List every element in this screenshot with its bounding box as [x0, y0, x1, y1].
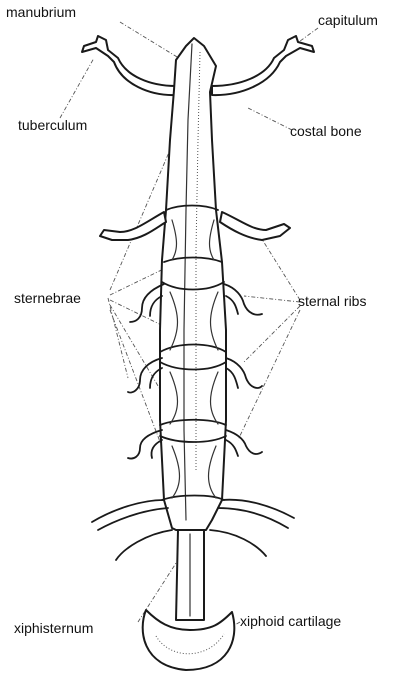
leader-sternal-ribs-2 — [244, 296, 300, 302]
label-costal-bone: costal bone — [290, 123, 362, 139]
leader-manubrium — [120, 22, 182, 60]
label-sternal-ribs: sternal ribs — [298, 293, 366, 309]
leader-costal-bone — [248, 108, 292, 130]
leader-tuberculum — [60, 58, 94, 118]
label-tuberculum: tuberculum — [18, 117, 87, 133]
first-rib-left — [82, 36, 176, 95]
sternum-body — [160, 38, 226, 530]
leader-sternal-ribs-1 — [260, 236, 300, 300]
label-manubrium: manubrium — [6, 4, 76, 20]
xiphisternum-rod — [176, 530, 204, 620]
label-xiphisternum: xiphisternum — [14, 620, 93, 636]
leader-sternebrae-6 — [108, 298, 128, 378]
first-rib-right — [212, 36, 314, 95]
label-xiphoid-cartilage: xiphoid cartilage — [240, 613, 341, 629]
label-capitulum: capitulum — [318, 12, 378, 28]
leader-sternal-ribs-4 — [238, 310, 300, 440]
label-sternebrae: sternebrae — [14, 290, 81, 306]
